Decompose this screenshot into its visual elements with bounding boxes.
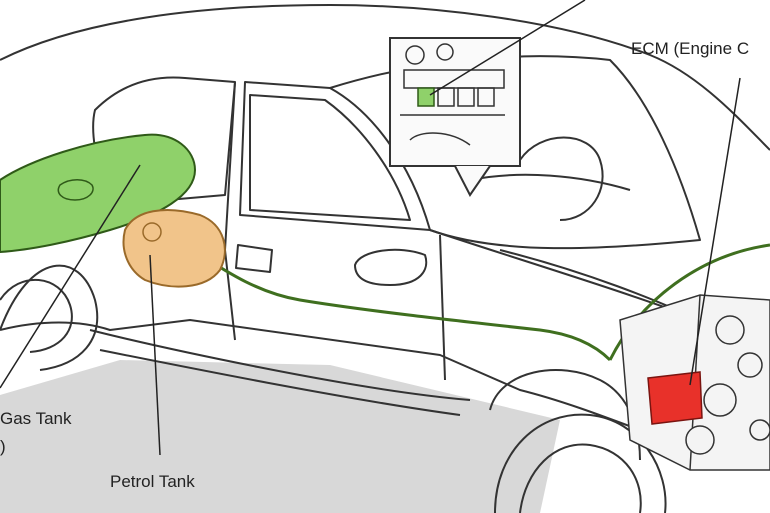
gas-tank	[0, 133, 197, 254]
leader-line-gas-tank	[0, 164, 141, 389]
petrol-tank	[122, 209, 226, 288]
switch-inset	[389, 37, 521, 197]
ecm-module	[647, 371, 703, 425]
ground-shadow	[0, 360, 560, 513]
leader-line-petrol-tank	[149, 254, 161, 456]
leader-lines	[0, 0, 741, 456]
petrol-tank-label: Petrol Tank	[110, 472, 195, 491]
leader-line-switch	[429, 0, 586, 96]
gas-tank-label-continued: )	[0, 437, 6, 456]
leader-line-ecm	[689, 77, 741, 386]
gas-tank-label: Gas Tank	[0, 409, 72, 428]
ecm-label: ECM (Engine C	[631, 39, 750, 58]
